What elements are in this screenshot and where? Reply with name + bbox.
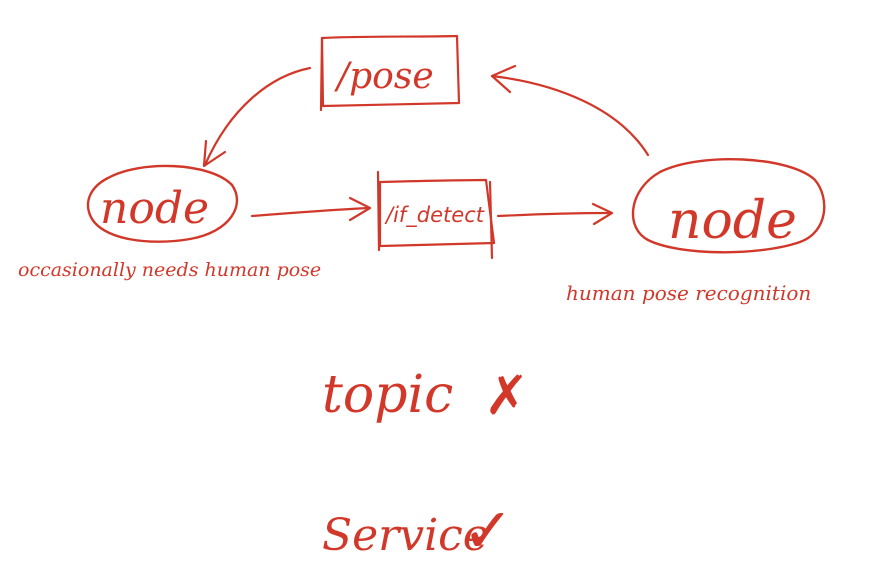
node-left-label: node [100, 183, 209, 234]
verdict-service: Service ✓ [322, 494, 514, 567]
node-left: node occasionally needs human pose [18, 164, 321, 281]
arrow-pose-to-left-node [202, 66, 312, 168]
verdict-topic: topic ✗ [322, 364, 529, 427]
arrow-detect-to-right-node [496, 202, 614, 226]
node-right-caption: human pose recognition [566, 281, 811, 305]
cross-icon: ✗ [484, 364, 529, 427]
check-icon: ✓ [462, 494, 514, 567]
node-right: node human pose recognition [566, 157, 826, 305]
arrow-right-node-to-pose [490, 64, 650, 157]
pose-topic-label: /pose [334, 56, 434, 97]
arrow-left-node-to-detect [250, 196, 372, 222]
detect-topic-label: /if_detect [384, 203, 485, 228]
node-left-caption: occasionally needs human pose [18, 259, 321, 281]
verdict-service-label: Service [322, 510, 489, 561]
node-right-label: node [668, 191, 797, 251]
pose-topic-box: /pose [319, 34, 461, 112]
detect-topic-box: /if_detect [376, 170, 496, 260]
verdict-topic-label: topic [322, 365, 453, 425]
